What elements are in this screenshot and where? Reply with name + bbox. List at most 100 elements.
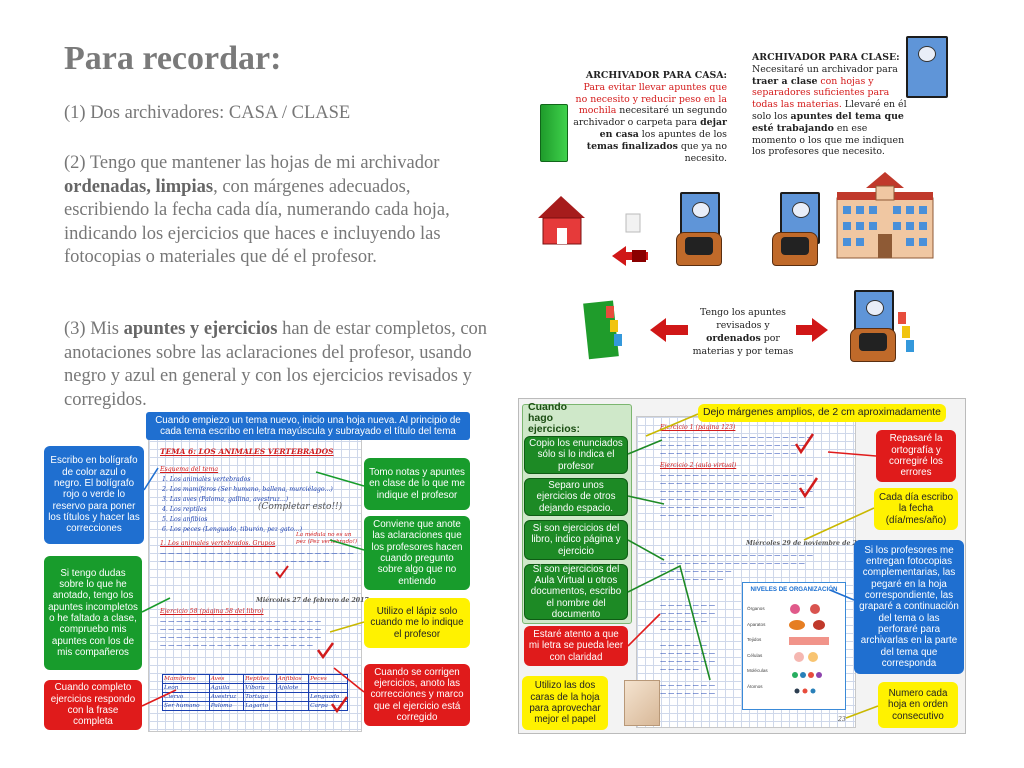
callout-copy-statements: Copio los enunciados sólo si lo indica e… xyxy=(524,436,628,474)
archivador-casa-t3: que ya no necesito. xyxy=(677,140,727,164)
point-3-text-a: (3) Mis xyxy=(64,319,124,339)
point-1: (1) Dos archivadores: CASA / CLASE xyxy=(64,102,494,126)
archivador-casa-red: Para evitar llevar apuntes que no necesi… xyxy=(575,81,727,117)
archivador-casa-t2: los apuntes de los xyxy=(638,128,727,140)
nb-left-l4: 4. Los reptiles xyxy=(162,506,207,513)
backpack-icon-3 xyxy=(850,328,896,362)
table-cell: Anfibios xyxy=(275,674,310,684)
table-cell: Ajolote xyxy=(275,683,310,693)
nb-right-lines-2: — — — — — — — — — — — — — — — — — — —— —… xyxy=(660,472,850,520)
archivador-clase-t2: Llevaré en él solo los xyxy=(752,99,907,122)
table-cell: Víbora xyxy=(243,683,277,693)
table-cell: Carpa xyxy=(308,701,348,711)
ordenados-t2: por materias y por temas xyxy=(692,333,794,357)
table-cell xyxy=(308,683,348,693)
table-row: Ciervo Avestruz Tortuga Lenguado xyxy=(162,692,348,702)
nb-left-l3: 3. Las aves (Paloma, gallina, avestruz..… xyxy=(162,496,289,503)
archivador-casa-text: ARCHIVADOR PARA CASA: Para evitar llevar… xyxy=(572,70,727,164)
table-cell: Paloma xyxy=(208,701,245,711)
archivador-clase-b1: traer a clase xyxy=(752,75,818,87)
callout-complete-sentence: Cuando completo ejercicios respondo con … xyxy=(44,680,142,730)
nb-right-lines-2-text: — — — — — — — — — — — — — — — — — — —— —… xyxy=(660,472,813,519)
level-label: Moléculas xyxy=(747,668,768,673)
nb-right-page-number: 23 xyxy=(838,716,846,723)
point-2-text-c: , con márgenes adecuados, escribiendo la… xyxy=(64,176,450,268)
nb-right-lines-3: — — — — — — — — — — — — — — — — — — —— —… xyxy=(660,552,850,584)
red-arrow-right-icon xyxy=(796,318,828,342)
nb-left-date: Miércoles 27 de febrero de 2017 xyxy=(256,597,369,604)
callout-corrections: Cuando se corrigen ejercicios, anoto las… xyxy=(364,664,470,726)
point-1-text: (1) Dos archivadores: CASA / CLASE xyxy=(64,103,351,123)
table-cell: Lenguado xyxy=(308,692,348,702)
blue-binder-icon xyxy=(906,36,948,98)
page-flip-photo xyxy=(624,680,660,726)
archivador-casa-title: ARCHIVADOR PARA CASA: xyxy=(585,70,727,81)
table-cell: Peces xyxy=(308,674,348,684)
nb-left-l2: 2. Los mamíferos (Ser humano, ballena, m… xyxy=(162,486,333,493)
nb-right-lines-4: — — — — — — —— — — — — — —— — — — — —— —… xyxy=(660,602,738,698)
level-label: Tejidos xyxy=(747,637,762,642)
level-label: Células xyxy=(747,652,763,658)
niveles-illustration xyxy=(789,604,829,694)
nb-right-lines-4-text: — — — — — — —— — — — — — —— — — — — —— —… xyxy=(660,602,716,697)
nb-left-body: — — — — — — — — — — — — — — — — — — — — … xyxy=(160,550,356,566)
nb-left-section: 1. Los animales vertebrados. Grupos xyxy=(160,540,276,547)
niveles-figure: NIVELES DE ORGANIZACIÓN Órganos Aparatos… xyxy=(742,582,846,710)
school-icon xyxy=(836,172,934,259)
archivador-clase-t3: en ese momento o los que me indiquen los… xyxy=(752,122,905,158)
point-2-bold: ordenadas, limpias xyxy=(64,176,214,197)
green-binder-icon xyxy=(540,104,568,162)
exercises-header: Cuando hago ejercicios: xyxy=(528,400,580,435)
backpack-icon xyxy=(676,232,722,266)
table-cell: Aves xyxy=(208,674,245,684)
nb-right-date: Miércoles 29 de noviembre de 2017 xyxy=(746,540,870,547)
red-arrow-left-icon-2 xyxy=(650,318,688,342)
archivador-clase-b2: apuntes del tema que esté trabajando xyxy=(752,110,904,134)
callout-virtual-exercises: Si son ejercicios del Aula Virtual u otr… xyxy=(524,564,628,620)
table-cell: Avestruz xyxy=(208,692,245,702)
callout-doubts: Si tengo dudas sobre lo que he anotado, … xyxy=(44,556,142,670)
point-2-text-a: (2) Tengo que mantener las hojas de mi a… xyxy=(64,153,440,173)
archivador-clase-t1: Necesitaré un archivador para xyxy=(752,63,898,75)
point-3-text-c: han de estar completos, con anotaciones … xyxy=(64,319,488,410)
callout-spelling: Repasaré la ortografía y corregiré los e… xyxy=(876,430,956,482)
table-cell xyxy=(275,692,310,702)
nb-right-lines-1-text: — — — — — — — — — — — — — — — — — — —— —… xyxy=(660,434,813,457)
table-row: Leon Aguila Víbora Ajolote xyxy=(162,683,348,693)
callout-pencil: Utilizo el lápiz solo cuando me lo indiq… xyxy=(364,598,470,648)
callout-margins: Dejo márgenes amplios, de 2 cm aproximad… xyxy=(698,404,946,422)
callout-photocopies: Si los profesores me entregan fotocopias… xyxy=(854,540,964,674)
archivador-casa-t1: necesitaré un segundo archivador o carpe… xyxy=(573,105,727,129)
nb-left-l5: 5. Los anfibios xyxy=(162,516,208,523)
ordenados-bold: ordenados xyxy=(706,333,761,344)
ordenados-t1: Tengo los apuntes revisados y xyxy=(700,307,786,331)
nb-left-completar: (Completar esto!!) xyxy=(258,502,343,512)
red-arrow-left-icon xyxy=(612,246,648,266)
table-cell xyxy=(275,701,310,711)
point-3: (3) Mis apuntes y ejercicios han de esta… xyxy=(64,318,494,412)
nb-right-ex1: Ejercicio 1 (página 123) xyxy=(660,424,736,431)
apuntes-ordenados-text: Tengo los apuntes revisados y ordenados … xyxy=(690,306,796,358)
point-2: (2) Tengo que mantener las hojas de mi a… xyxy=(64,152,494,270)
nb-left-table: Mamíferos Aves Reptiles Anfibios Peces L… xyxy=(162,674,348,711)
callout-take-notes: Tomo notas y apuntes en clase de lo que … xyxy=(364,458,470,510)
archivador-clase-text: ARCHIVADOR PARA CLASE: Necesitaré un arc… xyxy=(752,52,908,158)
nb-left-note: La médula no es un pez (Pez vertebrado!) xyxy=(296,532,358,545)
table-cell: Tortuga xyxy=(243,692,277,702)
niveles-title: NIVELES DE ORGANIZACIÓN xyxy=(750,586,838,593)
table-cell: Leon xyxy=(162,683,210,693)
nb-left-title: TEMA 6: LOS ANIMALES VERTEBRADOS xyxy=(160,447,334,456)
nb-right-ex2: Ejercicio 2 (aula virtual) xyxy=(660,462,737,469)
nb-left-sub: Esquema del tema xyxy=(160,466,219,473)
table-cell: Aguila xyxy=(208,683,245,693)
callout-legible: Estaré atento a que mi letra se pueda le… xyxy=(524,626,628,666)
point-3-bold: apuntes y ejercicios xyxy=(123,319,278,339)
callout-separate-exercises: Separo unos ejercicios de otros dejando … xyxy=(524,478,628,516)
callout-pen-color: Escribo en bolígrafo de color azul o neg… xyxy=(44,446,144,544)
table-cell: Mamíferos xyxy=(162,674,210,684)
level-label: Órganos xyxy=(747,606,765,611)
house-icon xyxy=(538,196,585,245)
niveles-list: Órganos Aparatos Tejidos Células Molécul… xyxy=(747,601,768,694)
nb-left-l6: 6. Los peces (Lenguado, tiburón, pez gat… xyxy=(162,526,303,533)
backpack-icon-2 xyxy=(772,232,818,266)
